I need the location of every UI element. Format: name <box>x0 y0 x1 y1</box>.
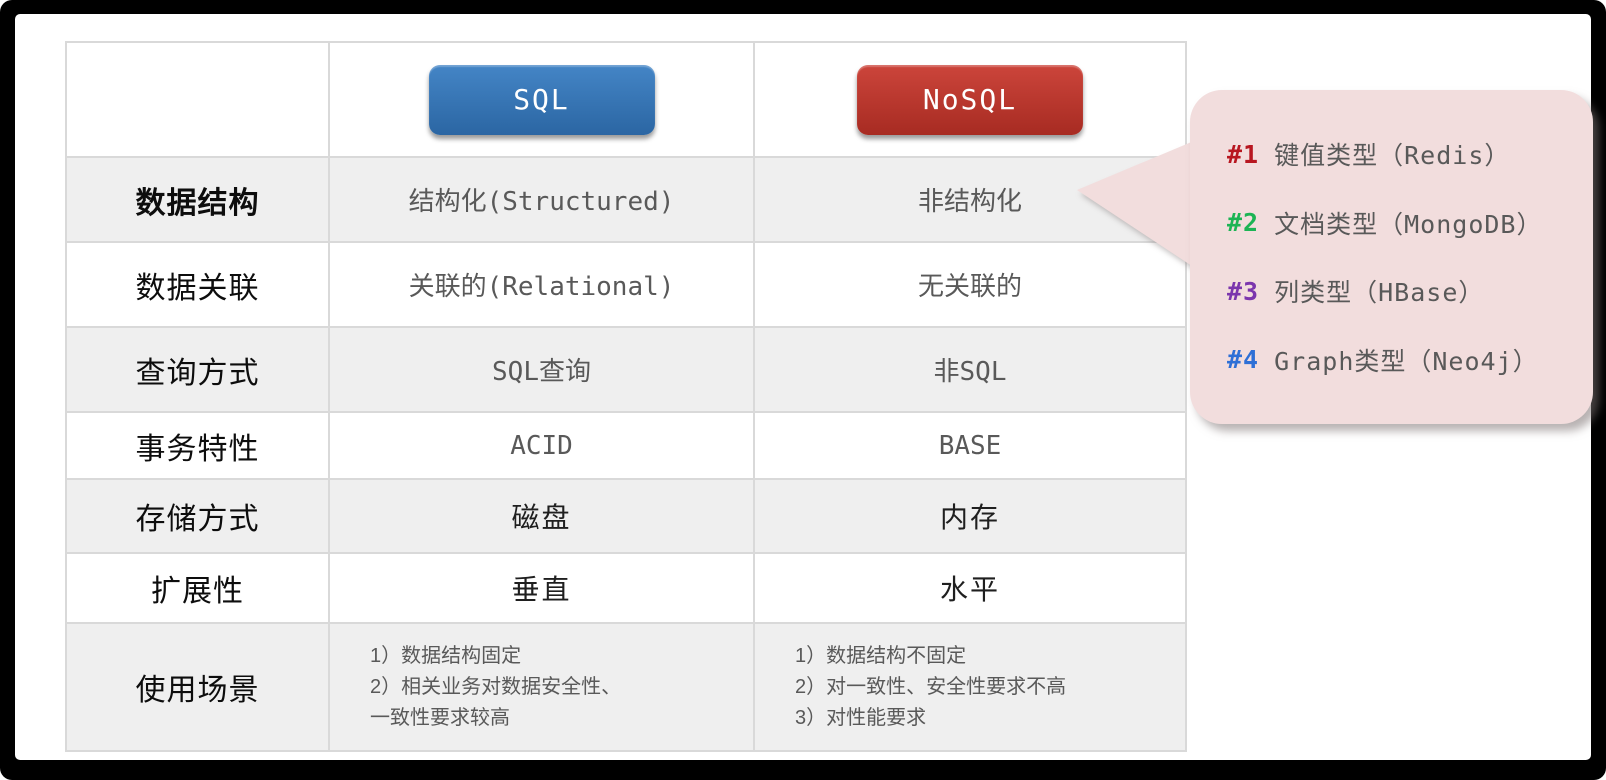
item-text: 键值类型（Redis） <box>1274 141 1511 171</box>
item-number: #3 <box>1227 276 1260 306</box>
item-text: 列类型（HBase） <box>1274 278 1485 308</box>
table-cell-sql: 垂直 <box>330 554 753 622</box>
table-cell-sql: 磁盘 <box>330 480 753 552</box>
nosql-header-pill: NoSQL <box>857 64 1083 135</box>
slide-canvas: SQL NoSQL 数据结构 结构化(Structured) 非结构化 数据关联… <box>15 14 1593 760</box>
table-cell-nosql: 非SQL <box>755 328 1185 411</box>
table-row-label: 数据结构 <box>67 158 328 241</box>
table-cell-nosql: 水平 <box>755 554 1185 622</box>
table-cell-sql: ACID <box>330 413 753 478</box>
item-text: 文档类型（MongoDB） <box>1274 209 1543 239</box>
table-cell-sql: SQL查询 <box>330 328 753 411</box>
table-row-label: 使用场景 <box>67 624 328 750</box>
table-cell-sql: 1）数据结构固定 2）相关业务对数据安全性、 一致性要求较高 <box>330 624 753 750</box>
sql-header-cell: SQL <box>330 43 753 156</box>
table-row-label: 查询方式 <box>67 328 328 411</box>
callout-item: #3 列类型（HBase） <box>1227 273 1583 309</box>
table-row-label: 事务特性 <box>67 413 328 478</box>
item-number: #2 <box>1227 208 1260 238</box>
callout-item: #4 Graph类型（Neo4j） <box>1227 342 1583 378</box>
item-text: Graph类型（Neo4j） <box>1274 346 1539 376</box>
item-number: #1 <box>1227 139 1260 169</box>
table-cell-sql: 关联的(Relational) <box>330 243 753 326</box>
table-cell-nosql: 无关联的 <box>755 243 1185 326</box>
table-cell-nosql: BASE <box>755 413 1185 478</box>
callout-item: #1 键值类型（Redis） <box>1227 136 1583 172</box>
table-cell-sql: 结构化(Structured) <box>330 158 753 241</box>
callout-item: #2 文档类型（MongoDB） <box>1227 205 1583 241</box>
nosql-types-callout: #1 键值类型（Redis） #2 文档类型（MongoDB） #3 列类型（H… <box>1190 90 1593 424</box>
table-cell-nosql: 内存 <box>755 480 1185 552</box>
nosql-header-cell: NoSQL <box>755 43 1185 156</box>
callout-tail <box>1077 138 1201 272</box>
sql-header-pill: SQL <box>428 64 655 135</box>
item-number: #4 <box>1227 345 1260 375</box>
table-row-label: 扩展性 <box>67 554 328 622</box>
table-cell-nosql: 1）数据结构不固定 2）对一致性、安全性要求不高 3）对性能要求 <box>755 624 1185 750</box>
table-row-label: 数据关联 <box>67 243 328 326</box>
sql-vs-nosql-table: SQL NoSQL 数据结构 结构化(Structured) 非结构化 数据关联… <box>65 41 1187 752</box>
table-row-label: 存储方式 <box>67 480 328 552</box>
table-corner-cell <box>67 43 328 156</box>
